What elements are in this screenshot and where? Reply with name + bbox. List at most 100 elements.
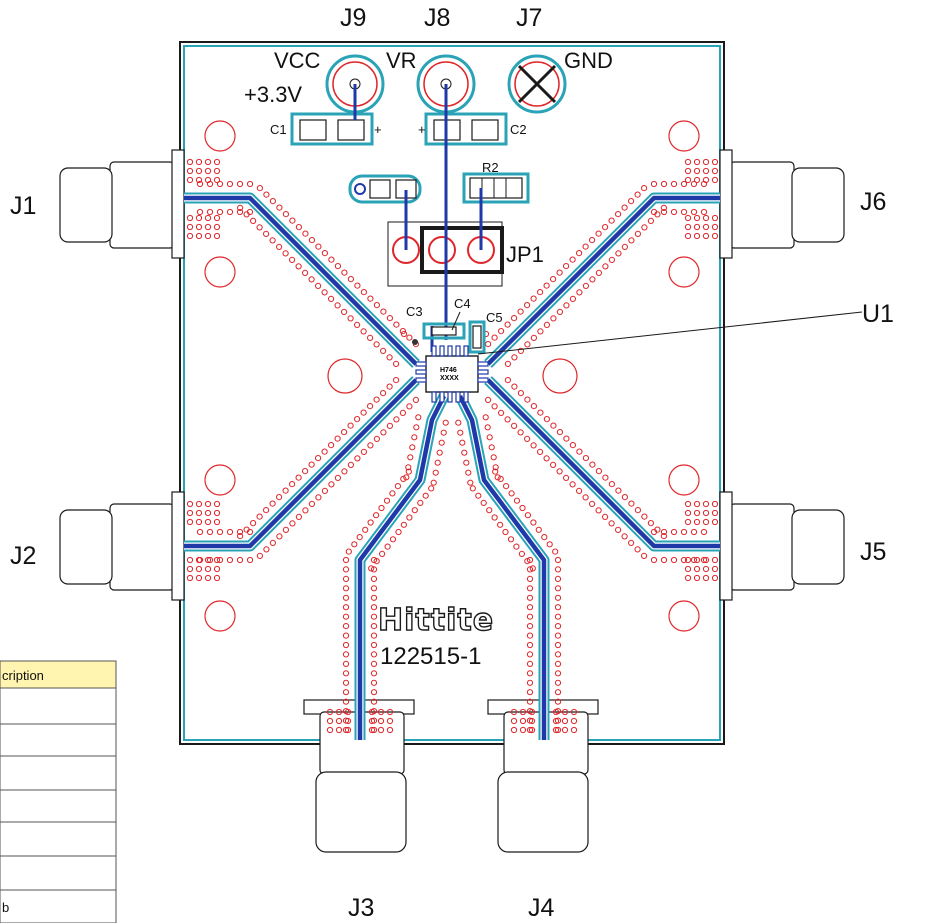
via: [700, 208, 708, 216]
via: [556, 468, 563, 475]
via: [195, 223, 203, 231]
via: [554, 726, 562, 734]
via: [576, 250, 583, 257]
via: [196, 208, 204, 216]
via: [569, 256, 576, 263]
via: [204, 518, 212, 526]
via: [503, 483, 510, 490]
via: [204, 214, 212, 222]
via: [526, 689, 534, 696]
via: [308, 237, 315, 244]
resistor-r2-footprint: [462, 172, 530, 204]
via: [386, 422, 393, 429]
via: [498, 409, 505, 416]
via: [537, 448, 544, 455]
via: [341, 308, 348, 315]
via: [380, 308, 387, 315]
via: [386, 726, 394, 734]
via: [602, 224, 609, 231]
via: [576, 487, 583, 494]
via: [510, 422, 518, 429]
via: [628, 539, 635, 547]
via: [370, 632, 378, 639]
via: [702, 509, 710, 517]
via: [641, 185, 648, 192]
via: [507, 536, 515, 543]
via: [347, 276, 354, 283]
via: [276, 533, 283, 540]
via: [442, 419, 449, 426]
via: [475, 492, 482, 499]
via: [711, 223, 719, 231]
via: [541, 534, 548, 541]
via: [647, 217, 655, 224]
via: [554, 679, 562, 686]
via: [480, 499, 487, 506]
via: [554, 594, 562, 601]
via: [569, 481, 576, 488]
via: [526, 575, 534, 583]
via: [370, 679, 378, 686]
via: [430, 479, 437, 486]
via: [492, 464, 499, 471]
via: [650, 208, 658, 216]
via: [295, 513, 302, 521]
via: [370, 585, 378, 592]
via: [282, 487, 289, 494]
via: [370, 660, 378, 668]
via: [517, 429, 524, 436]
connector-j4-body: [487, 699, 599, 853]
via: [195, 500, 203, 508]
via: [455, 419, 462, 426]
board-id: 122515-1: [380, 643, 481, 670]
via: [702, 223, 710, 231]
via: [256, 552, 263, 560]
via: [693, 214, 701, 222]
via: [554, 660, 562, 668]
via: [684, 574, 692, 582]
via: [342, 660, 350, 668]
via: [684, 509, 692, 517]
via: [186, 158, 194, 166]
via: [204, 158, 212, 166]
via: [660, 208, 668, 216]
via: [660, 180, 668, 188]
via: [526, 594, 534, 601]
via: [295, 474, 302, 481]
via: [213, 167, 221, 175]
via: [302, 468, 309, 475]
label-vcc-voltage: +3.3V: [244, 82, 302, 107]
label-c1: C1: [270, 122, 287, 137]
via: [186, 509, 194, 517]
via: [490, 454, 497, 461]
via: [206, 528, 214, 536]
via: [570, 726, 578, 734]
via: [510, 717, 518, 725]
via: [342, 670, 350, 677]
via: [186, 223, 194, 231]
via: [370, 575, 378, 583]
via: [370, 604, 378, 611]
via: [702, 556, 710, 564]
via: [561, 726, 569, 734]
via: [650, 528, 658, 536]
via: [615, 487, 622, 494]
via: [602, 513, 609, 521]
via: [589, 461, 596, 468]
via: [684, 518, 692, 526]
via: [608, 256, 616, 263]
via: [690, 556, 698, 564]
via: [276, 204, 283, 211]
via: [711, 158, 719, 166]
via: [377, 717, 385, 725]
via: [660, 556, 668, 564]
via: [186, 518, 194, 526]
via: [213, 223, 221, 231]
via: [282, 250, 289, 257]
via: [556, 308, 564, 315]
via: [269, 198, 276, 205]
via: [370, 566, 378, 573]
via: [570, 708, 578, 716]
via: [204, 574, 212, 582]
via: [526, 660, 534, 668]
